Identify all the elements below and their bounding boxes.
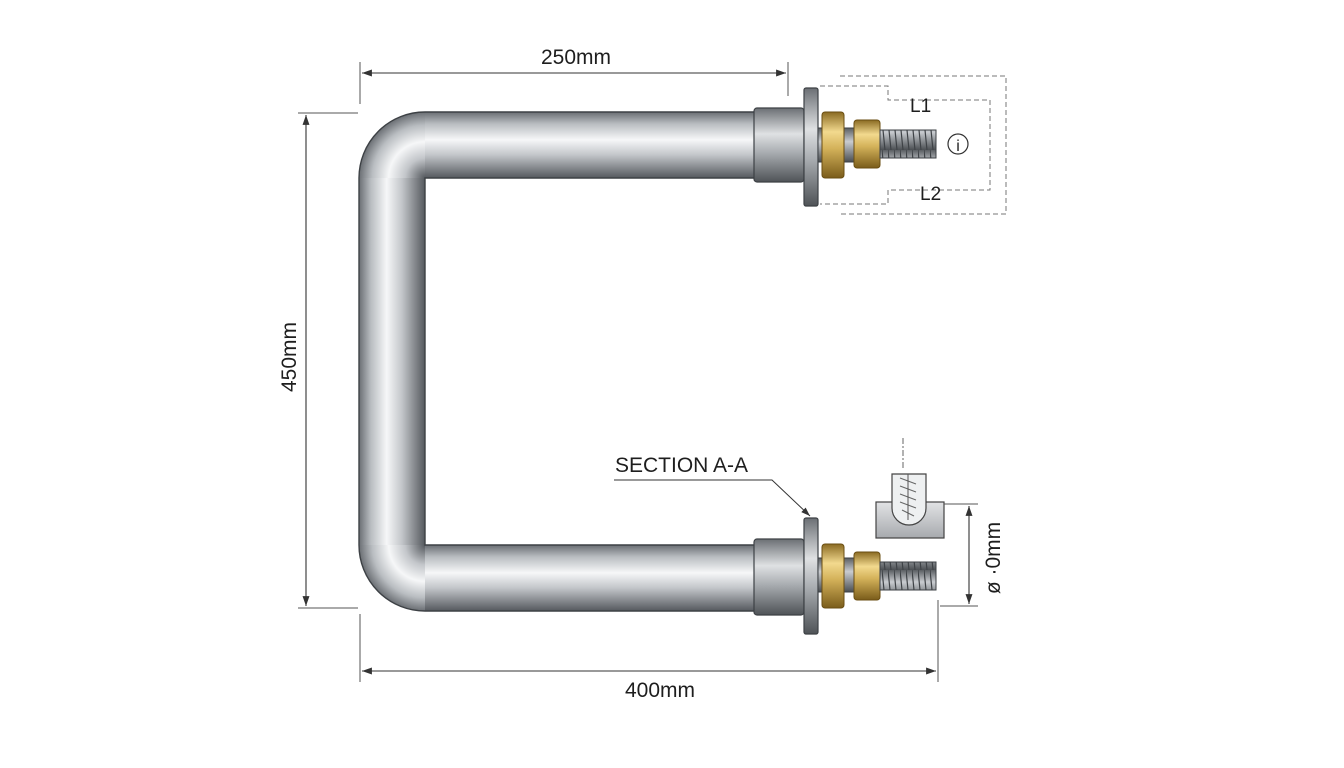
info-symbol-icon [947, 133, 969, 155]
tube-bend-top [359, 112, 425, 178]
tube-bottom-straight [425, 545, 758, 611]
brass-nut-bottom [853, 551, 881, 601]
terminal-bottom [753, 517, 937, 635]
dimensions: 250mm 450mm 400mm ø ·0mm [278, 46, 1005, 702]
label-l1: L1 [910, 96, 931, 117]
terminal-top [753, 87, 937, 207]
flange-top [803, 87, 819, 207]
brass-washer-bottom [821, 543, 845, 609]
dim-bottom-width: 400mm [625, 679, 695, 702]
info-symbol-text: i [956, 138, 960, 155]
brass-nut-top [853, 119, 881, 169]
tube-outline [358, 111, 758, 612]
section-label: SECTION A-A [615, 454, 748, 477]
u-tube [358, 111, 758, 612]
tube-vertical-straight [359, 178, 425, 545]
dim-height: 450mm [278, 322, 301, 392]
brass-washer-top [821, 111, 845, 179]
label-l2: L2 [920, 184, 941, 205]
section-leader [614, 479, 811, 517]
terminal-cover-outline: L1 L2 i [820, 75, 1007, 215]
flange-bottom [803, 517, 819, 635]
thread-top [879, 129, 937, 159]
dim-top-width: 250mm [541, 46, 611, 69]
tube-bend-bottom [359, 545, 425, 611]
thread-bottom [879, 561, 937, 591]
dim-diameter: ø ·0mm [982, 522, 1005, 594]
section-profile [891, 473, 927, 526]
tube-top-straight [425, 112, 758, 178]
collar-bottom [753, 538, 805, 616]
section-detail: SECTION A-A [614, 438, 945, 539]
collar-top [753, 107, 805, 183]
